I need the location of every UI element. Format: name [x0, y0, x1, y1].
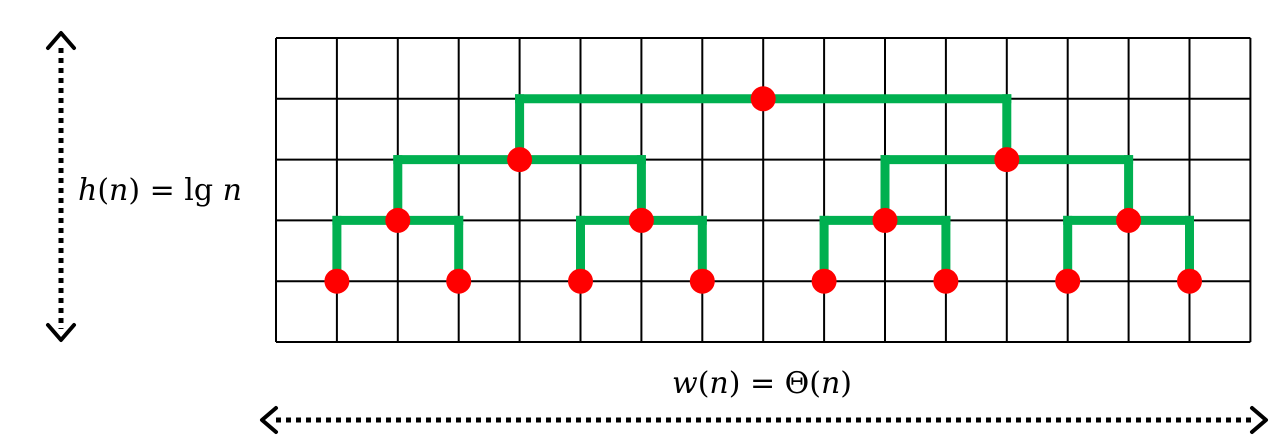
- tree-node: [568, 268, 593, 294]
- tree-node: [933, 268, 959, 294]
- tree-node: [628, 207, 654, 233]
- tree-node: [872, 207, 898, 233]
- tree-node: [1055, 268, 1081, 294]
- tree-node: [324, 268, 350, 294]
- width-label: w(n) = Θ(n): [672, 366, 852, 401]
- tree-nodes: [324, 86, 1202, 294]
- tree-node: [689, 268, 715, 294]
- tree-node: [446, 268, 472, 294]
- layout-grid: [275, 37, 1252, 343]
- width-arrow: [260, 406, 1268, 434]
- tree-node: [1177, 268, 1202, 294]
- tree-node: [1116, 207, 1142, 233]
- height-label: h(n) = lg n: [78, 173, 242, 208]
- tree-node: [811, 268, 837, 294]
- tree-node: [507, 147, 533, 173]
- tree-node: [994, 147, 1020, 173]
- height-arrow: [46, 31, 76, 342]
- tree-node: [750, 86, 776, 112]
- tree-node: [385, 207, 411, 233]
